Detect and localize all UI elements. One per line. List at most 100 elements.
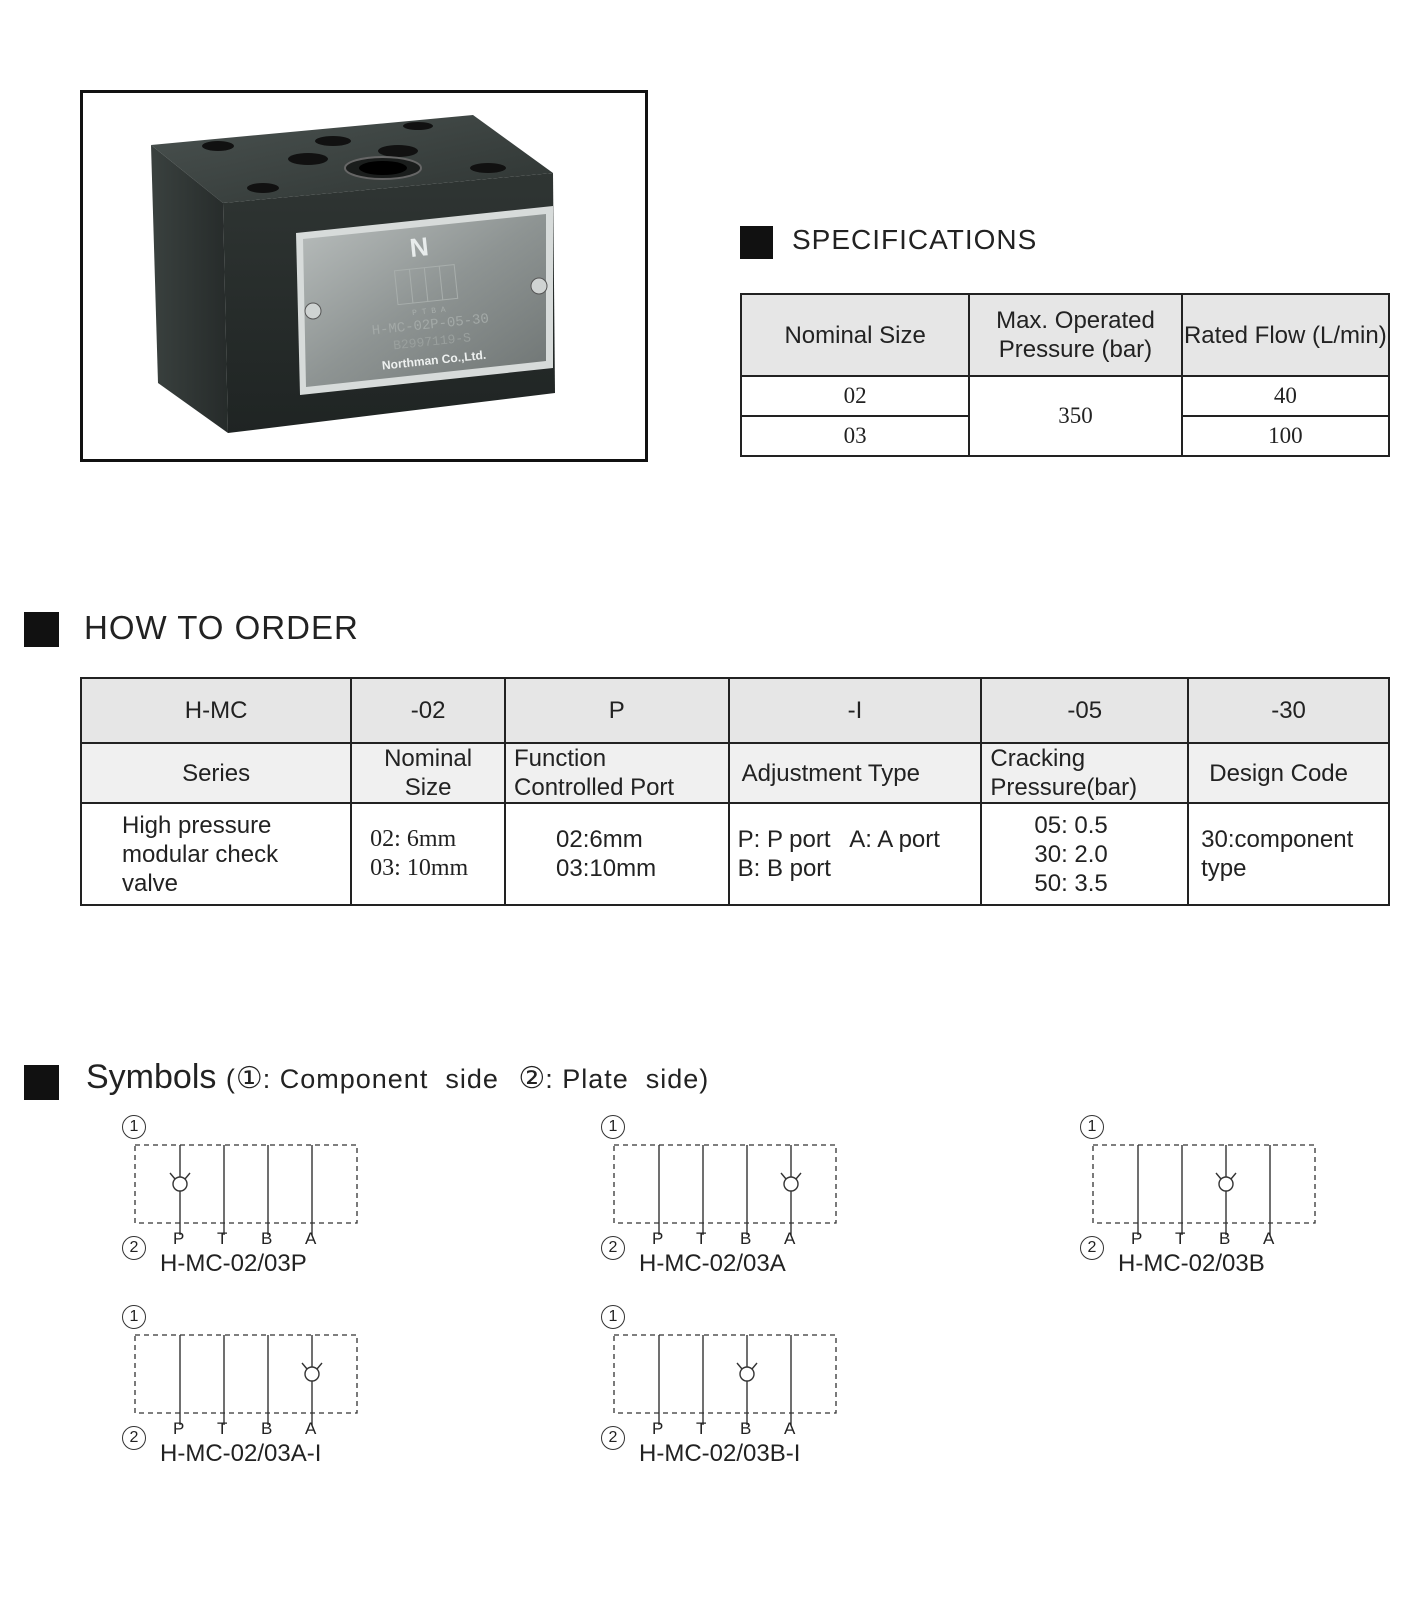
order-code-series: H-MC <box>79 677 353 744</box>
port-label: B <box>740 1229 752 1248</box>
check-valve-ball <box>739 1366 755 1382</box>
order-desc-design-line: type <box>1201 855 1247 882</box>
symbol-caption: H-MC-02/03P <box>160 1250 307 1277</box>
order-label-design: Design Code <box>1187 742 1390 804</box>
symbol-caption: H-MC-02/03A <box>639 1250 786 1277</box>
order-desc-adjustment: P: P port A: A port B: B port <box>727 802 983 906</box>
order-desc-series-line: valve <box>122 869 179 897</box>
port-label: A <box>1263 1229 1275 1248</box>
port-label: T <box>696 1419 707 1438</box>
symbols-title: Symbols <box>86 1058 217 1096</box>
order-label-nominal: Nominal Size <box>350 742 507 804</box>
spec-flow-cell: 100 <box>1180 415 1391 457</box>
order-desc-function: 02:6mm 03:10mm <box>504 802 730 906</box>
order-desc-adjustment-line: B: B port <box>737 855 831 882</box>
port-label: A <box>305 1419 317 1438</box>
component-side-marker: 1 <box>122 1305 146 1329</box>
order-desc-series: High pressure modular check valve <box>79 802 353 906</box>
valve-boundary <box>1092 1144 1316 1224</box>
how-to-order-title: HOW TO ORDER <box>84 609 359 646</box>
order-code-design: -30 <box>1187 677 1390 744</box>
port-label: P <box>652 1419 664 1438</box>
port-label: T <box>1175 1229 1186 1248</box>
order-desc-cracking-line: 50: 3.5 <box>1034 869 1108 897</box>
plate-side-marker: 2 <box>122 1236 146 1260</box>
plate-side-mark: ② <box>518 1062 546 1095</box>
port-label: P <box>173 1419 185 1438</box>
plate-side-marker: 2 <box>1080 1236 1104 1260</box>
port-label: B <box>1219 1229 1231 1248</box>
order-desc-function-line: 02:6mm <box>556 826 643 853</box>
spec-header-row: Nominal Size Max. Operated Pressure (bar… <box>739 293 1391 377</box>
component-side-marker: 1 <box>122 1115 146 1139</box>
spec-size-cell: 03 <box>739 415 971 457</box>
order-desc-function-line: 03:10mm <box>556 855 657 882</box>
valve-symbol <box>134 1144 358 1235</box>
port-label: T <box>696 1229 707 1248</box>
plate-brand-logo: N <box>408 231 430 263</box>
check-valve-ball <box>1218 1176 1234 1192</box>
order-label-function: Function Controlled Port <box>504 742 730 804</box>
spec-flow-cell: 40 <box>1180 375 1391 417</box>
specifications-title: SPECIFICATIONS <box>792 224 1038 255</box>
order-code-function: P <box>504 677 730 744</box>
symbols-open-paren: ( <box>225 1064 236 1094</box>
port-label: B <box>740 1419 752 1438</box>
symbols-marker <box>24 1065 59 1100</box>
port-label: A <box>305 1229 317 1248</box>
order-desc-nominal: 02: 6mm 03: 10mm <box>350 802 507 906</box>
port-label: P <box>1131 1229 1143 1248</box>
spec-pressure-cell: 350 <box>968 375 1183 457</box>
valve-symbol <box>613 1144 837 1235</box>
spec-header-nominal-size: Nominal Size <box>739 293 971 377</box>
port-label: A <box>784 1419 796 1438</box>
check-valve-ball <box>783 1176 799 1192</box>
symbol-diagram: 1 2 P T B A H-MC-02/03B <box>1080 1115 1320 1290</box>
table-row: 02 350 40 <box>739 375 1391 457</box>
order-desc-cracking-line: 05: 0.5 <box>1034 811 1108 839</box>
order-desc-series-line: modular check <box>122 840 279 868</box>
order-desc-cracking-line: 30: 2.0 <box>1034 840 1108 868</box>
valve-boundary <box>613 1334 837 1414</box>
valve-boundary <box>134 1144 358 1224</box>
port-label: P <box>652 1229 664 1248</box>
symbols-title-line: Symbols (①: Component side ②: Plate side… <box>86 1058 709 1097</box>
component-side-mark: ① <box>235 1062 263 1095</box>
spec-header-rated-flow: Rated Flow (L/min) <box>1180 293 1391 377</box>
port-label: T <box>217 1419 228 1438</box>
order-desc-series-line: High pressure <box>122 811 272 839</box>
port-label: B <box>261 1229 273 1248</box>
symbol-caption: H-MC-02/03B <box>1118 1250 1265 1277</box>
order-label-row: Series Nominal Size Function Controlled … <box>79 742 1390 804</box>
order-code-nominal: -02 <box>350 677 507 744</box>
order-desc-nominal-line: 03: 10mm <box>370 855 469 881</box>
order-desc-nominal-line: 02: 6mm <box>370 826 457 852</box>
plate-ports: P T B A <box>412 306 447 318</box>
specifications-table: Nominal Size Max. Operated Pressure (bar… <box>739 293 1391 457</box>
valve-boundary <box>134 1334 358 1414</box>
table-row: 03 100 <box>739 415 1391 457</box>
component-side-marker: 1 <box>601 1115 625 1139</box>
spec-size-cell: 02 <box>739 375 971 417</box>
order-label-adjustment: Adjustment Type <box>727 742 983 804</box>
plate-side-marker: 2 <box>601 1426 625 1450</box>
order-code-table: H-MC -02 P -I -05 -30 Series Nominal Siz… <box>79 677 1390 906</box>
valve-boundary <box>613 1144 837 1224</box>
component-side-marker: 1 <box>1080 1115 1104 1139</box>
valve-symbol <box>1092 1144 1316 1235</box>
check-valve-ball <box>172 1176 188 1192</box>
product-photo: N P T B A H-MC-02P-05-30 B2997119-S Nort… <box>151 115 555 433</box>
order-label-cracking: Cracking Pressure(bar) <box>980 742 1190 804</box>
order-desc-adjustment-line: P: P port A: A port <box>737 826 940 853</box>
port-label: B <box>261 1419 273 1438</box>
plate-side-marker: 2 <box>601 1236 625 1260</box>
order-label-series: Series <box>79 742 353 804</box>
plate-side-marker: 2 <box>122 1426 146 1450</box>
how-to-order-marker <box>24 612 59 647</box>
port-label: P <box>173 1229 185 1248</box>
spec-header-max-pressure: Max. Operated Pressure (bar) <box>968 293 1183 377</box>
